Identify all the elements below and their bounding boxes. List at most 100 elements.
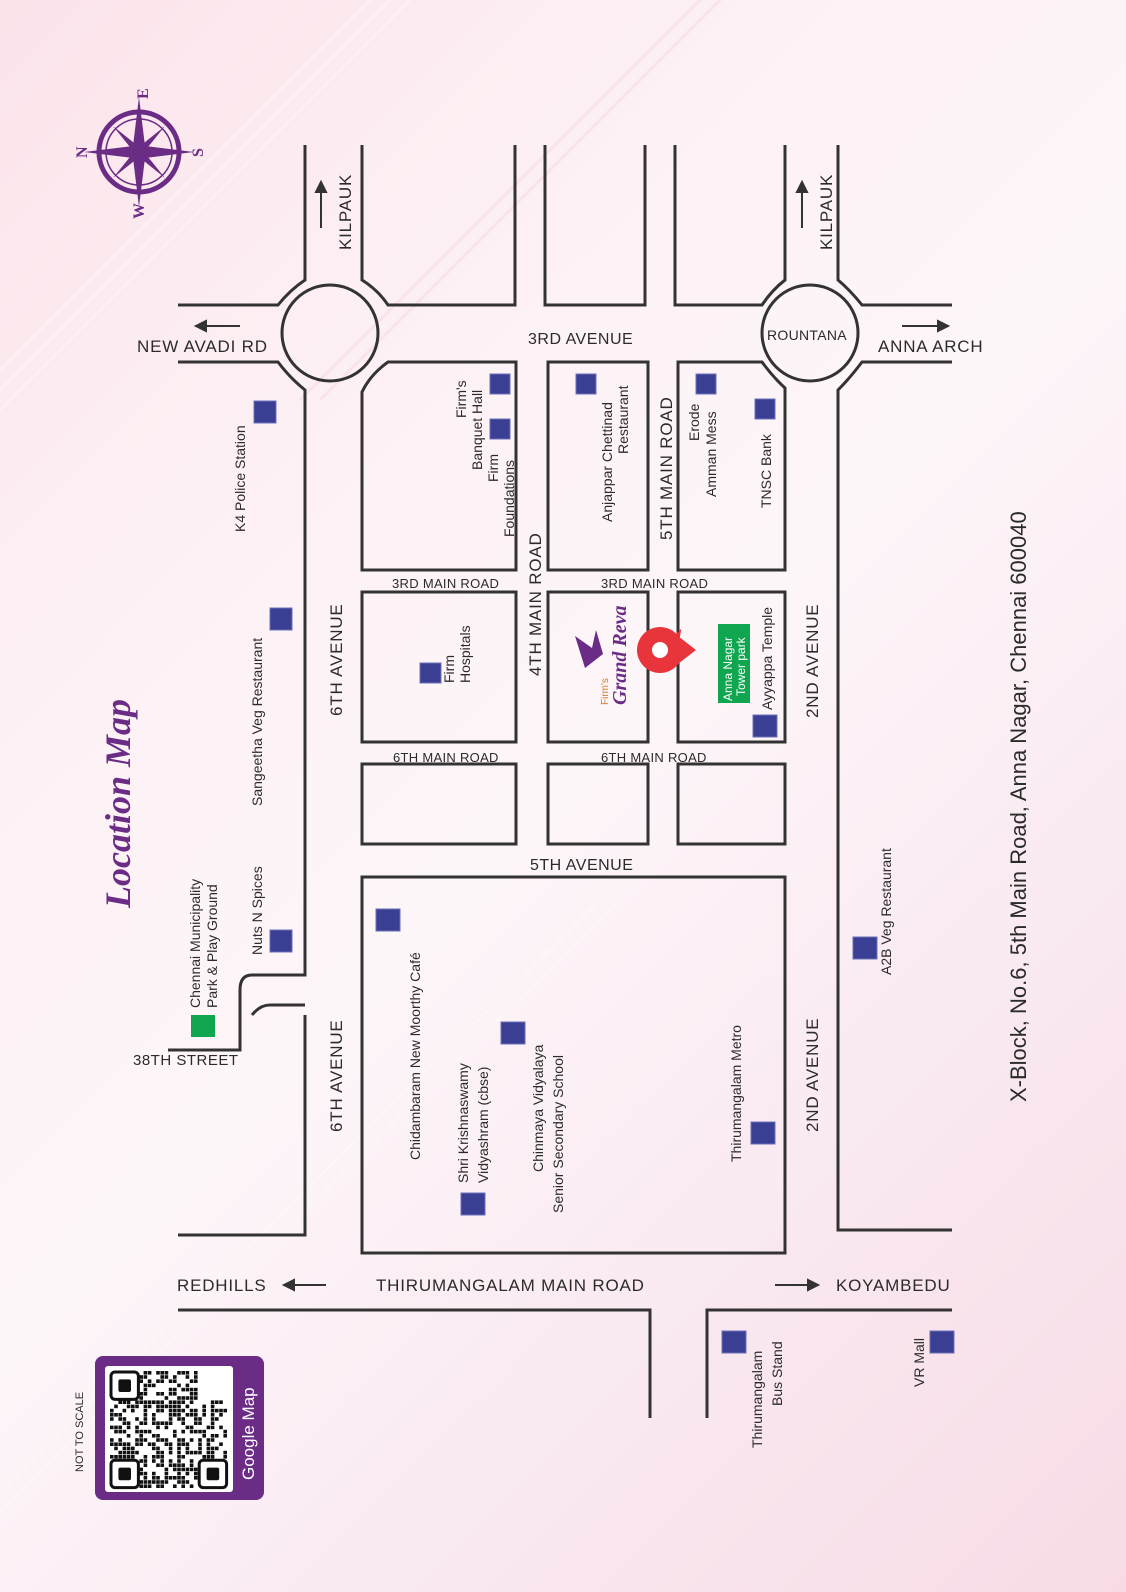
poi-marker bbox=[752, 714, 778, 738]
road-label-6th-avenue: 6TH AVENUE bbox=[327, 603, 346, 716]
road-label-new-avadi-rd: NEW AVADI RD bbox=[137, 337, 268, 356]
roundabout-right bbox=[760, 283, 860, 383]
road-label-5th-avenue: 5TH AVENUE bbox=[530, 857, 633, 874]
compass-label-s: S bbox=[190, 148, 207, 157]
road-label-3rd-main-road: 3RD MAIN ROAD bbox=[392, 576, 499, 591]
page-title: Location Map bbox=[98, 699, 138, 909]
poi-label-vr-mall: VR Mall bbox=[911, 1338, 927, 1387]
poi-marker bbox=[852, 936, 878, 960]
block bbox=[676, 590, 787, 744]
compass-label-w: W bbox=[131, 203, 148, 219]
qr-finder-pattern bbox=[109, 1458, 140, 1490]
poi-marker bbox=[269, 929, 293, 953]
poi-marker bbox=[575, 373, 597, 395]
road-label-anna-arch: ANNA ARCH bbox=[878, 337, 983, 356]
poi-marker bbox=[253, 400, 277, 424]
poi-label-anjappar: Restaurant bbox=[615, 385, 631, 454]
roundabout-left bbox=[280, 283, 380, 383]
road-label-38th-street: 38TH STREET bbox=[133, 1052, 239, 1069]
road-edge bbox=[178, 1308, 652, 1418]
compass-labels: E N S W bbox=[74, 88, 207, 219]
arrow-right-icon bbox=[807, 1278, 821, 1292]
poi-label-ayyappa-temple: Ayyappa Temple bbox=[759, 607, 775, 710]
qr-code-icon[interactable] bbox=[109, 1370, 229, 1490]
google-map-qr-card[interactable]: Google Map bbox=[95, 1356, 264, 1500]
poi-label-chennai-park: Chennai Municipality bbox=[187, 879, 203, 1008]
poi-labels: K4 Police Station Sangeetha Veg Restaura… bbox=[187, 380, 927, 1448]
arrow-right-icon bbox=[937, 319, 951, 333]
poi-label-anjappar: Anjappar Chettinad bbox=[599, 402, 615, 522]
brand-logo-icon bbox=[575, 630, 603, 668]
poi-label-foundations: Firm bbox=[485, 454, 501, 482]
poi-label-krishnaswamy: Shri Krishnaswamy bbox=[455, 1063, 471, 1183]
poi-marker bbox=[460, 1192, 486, 1216]
compass-label-e: E bbox=[135, 88, 152, 99]
poi-label-krishnaswamy: Vidyashram (cbse) bbox=[475, 1067, 491, 1183]
road-edge bbox=[836, 145, 952, 307]
poi-label-firm-hospitals: Hospitals bbox=[457, 625, 473, 683]
road-edge bbox=[836, 360, 952, 1232]
poi-label-tower-park: Tower park bbox=[734, 636, 748, 696]
arrow-up-icon bbox=[314, 179, 328, 193]
qr-label: Google Map bbox=[239, 1387, 258, 1480]
poi-marker bbox=[750, 1121, 776, 1145]
road-labels: KILPAUK KILPAUK NEW AVADI RD 3RD AVENUE … bbox=[133, 174, 983, 1295]
road-label-6th-main-road: 6TH MAIN ROAD bbox=[393, 750, 499, 765]
poi-marker bbox=[929, 1330, 955, 1354]
qr-finder-pattern bbox=[109, 1370, 140, 1401]
poi-label-bus-stand: Thirumangalam bbox=[749, 1351, 765, 1448]
brand-prefix: Firm's bbox=[600, 678, 611, 705]
poi-label-a2b: A2B Veg Restaurant bbox=[878, 848, 894, 975]
road-edge bbox=[178, 1015, 307, 1237]
road-label-koyambedu: KOYAMBEDU bbox=[836, 1276, 951, 1295]
road-label-rountana: ROUNTANA bbox=[767, 327, 847, 343]
poi-label-thirumangalam-metro: Thirumangalam Metro bbox=[728, 1025, 744, 1162]
road-edge bbox=[543, 145, 647, 307]
block bbox=[546, 590, 650, 744]
road-edge bbox=[360, 145, 517, 307]
poi-marker bbox=[375, 908, 401, 932]
block bbox=[546, 360, 650, 572]
road-label-thirumangalam-main-road: THIRUMANGALAM MAIN ROAD bbox=[376, 1276, 645, 1295]
block bbox=[360, 762, 518, 846]
road-label-2nd-avenue: 2ND AVENUE bbox=[803, 604, 822, 718]
block bbox=[676, 360, 787, 572]
road-edge bbox=[178, 145, 307, 307]
road-label-6th-avenue: 6TH AVENUE bbox=[327, 1019, 346, 1132]
poi-label-erode-amman-mess: Erode bbox=[686, 403, 702, 441]
qr-finder-pattern bbox=[197, 1458, 229, 1490]
poi-markers bbox=[191, 373, 955, 1354]
arrow-up-icon bbox=[795, 179, 809, 193]
road-label-4th-main-road: 4TH MAIN ROAD bbox=[526, 532, 545, 676]
road-network bbox=[168, 145, 952, 1418]
brand-logo: Firm's Grand Reva bbox=[575, 606, 631, 705]
poi-label-chennai-park: Park & Play Ground bbox=[204, 884, 220, 1008]
address-text: X-Block, No.6, 5th Main Road, Anna Nagar… bbox=[1006, 511, 1031, 1102]
road-label-3rd-avenue: 3RD AVENUE bbox=[528, 331, 633, 348]
road-edge bbox=[673, 145, 787, 307]
poi-label-chinmaya: Senior Secondary School bbox=[550, 1055, 566, 1213]
park-marker bbox=[191, 1015, 215, 1037]
road-label-3rd-main-road: 3RD MAIN ROAD bbox=[601, 576, 708, 591]
poi-marker bbox=[419, 662, 442, 684]
poi-label-banquet-hall: Banquet Hall bbox=[469, 390, 485, 470]
poi-label-bus-stand: Bus Stand bbox=[769, 1341, 785, 1406]
brand-name: Grand Reva bbox=[609, 606, 631, 705]
poi-label-k4-police-station: K4 Police Station bbox=[232, 425, 248, 532]
poi-label-chidambaram-cafe: Chidambaram New Moorthy Café bbox=[407, 952, 423, 1160]
not-to-scale-note: NOT TO SCALE bbox=[74, 1392, 86, 1472]
poi-label-foundations: Foundations bbox=[501, 460, 517, 537]
location-pin-icon[interactable] bbox=[629, 613, 697, 681]
poi-marker bbox=[754, 398, 776, 420]
direction-arrows bbox=[193, 179, 951, 1292]
poi-label-tower-park: Anna Nagar bbox=[721, 637, 735, 701]
block bbox=[360, 360, 518, 572]
poi-label-erode-amman-mess: Amman Mess bbox=[703, 411, 719, 497]
poi-label-nuts-n-spices: Nuts N Spices bbox=[249, 866, 265, 955]
road-label-kilpauk: KILPAUK bbox=[336, 174, 355, 250]
poi-marker bbox=[489, 418, 511, 440]
road-label-kilpauk: KILPAUK bbox=[817, 174, 836, 250]
compass-label-n: N bbox=[74, 146, 91, 158]
block bbox=[546, 762, 650, 846]
